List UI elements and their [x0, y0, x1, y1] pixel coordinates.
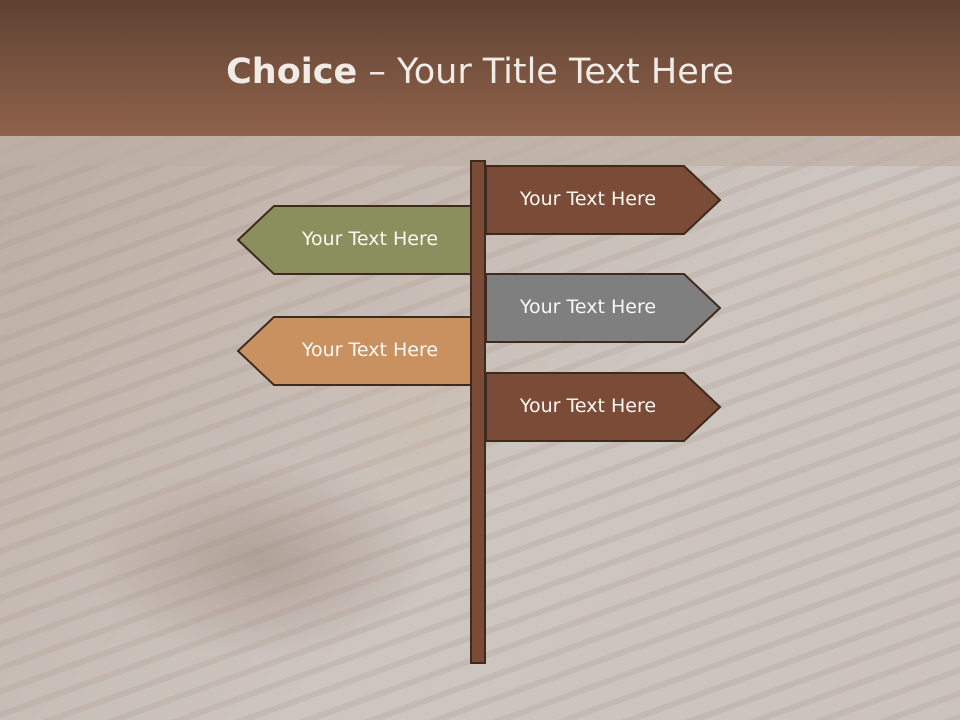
signpost-label-5: Your Text Here	[519, 395, 657, 417]
slide-title[interactable]: Choice – Your Title Text Here	[0, 52, 960, 92]
signpost-label-2: Your Text Here	[301, 228, 439, 250]
signpost-label-3: Your Text Here	[519, 296, 657, 318]
title-rest: – Your Title Text Here	[357, 52, 734, 92]
signpost-label-1: Your Text Here	[519, 188, 657, 210]
signpost-arrow-1[interactable]	[484, 164, 724, 236]
signpost-pole	[470, 160, 486, 664]
signpost-arrow-5[interactable]	[484, 371, 724, 443]
title-bar: Choice – Your Title Text Here	[0, 0, 960, 136]
signpost-arrow-3[interactable]	[484, 272, 724, 344]
title-bold: Choice	[226, 52, 358, 92]
signpost-label-4: Your Text Here	[301, 339, 439, 361]
